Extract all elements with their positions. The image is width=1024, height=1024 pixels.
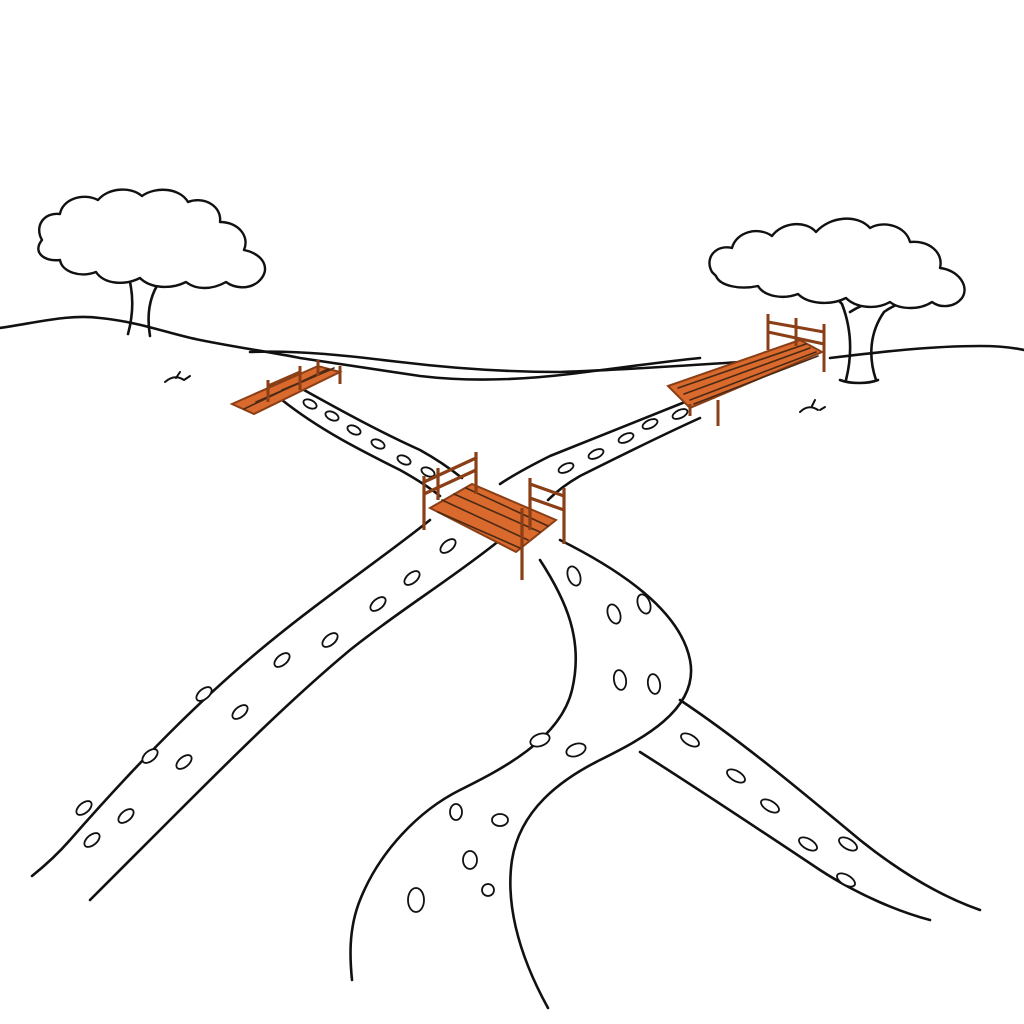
right-tree-canopy xyxy=(708,217,966,310)
path-upper-right xyxy=(498,398,702,502)
left-tree-canopy xyxy=(37,188,267,290)
right-bridge xyxy=(666,314,826,426)
horizon-hills xyxy=(0,315,1024,413)
left-tree xyxy=(37,188,267,338)
path-upper-left xyxy=(280,388,464,498)
right-tree xyxy=(708,217,966,385)
left-bridge xyxy=(229,360,343,416)
path-lower-center xyxy=(349,538,693,1010)
path-lower-left xyxy=(30,518,502,902)
path-lower-right xyxy=(638,698,982,922)
center-bridge xyxy=(422,452,566,580)
footprints xyxy=(75,398,858,913)
